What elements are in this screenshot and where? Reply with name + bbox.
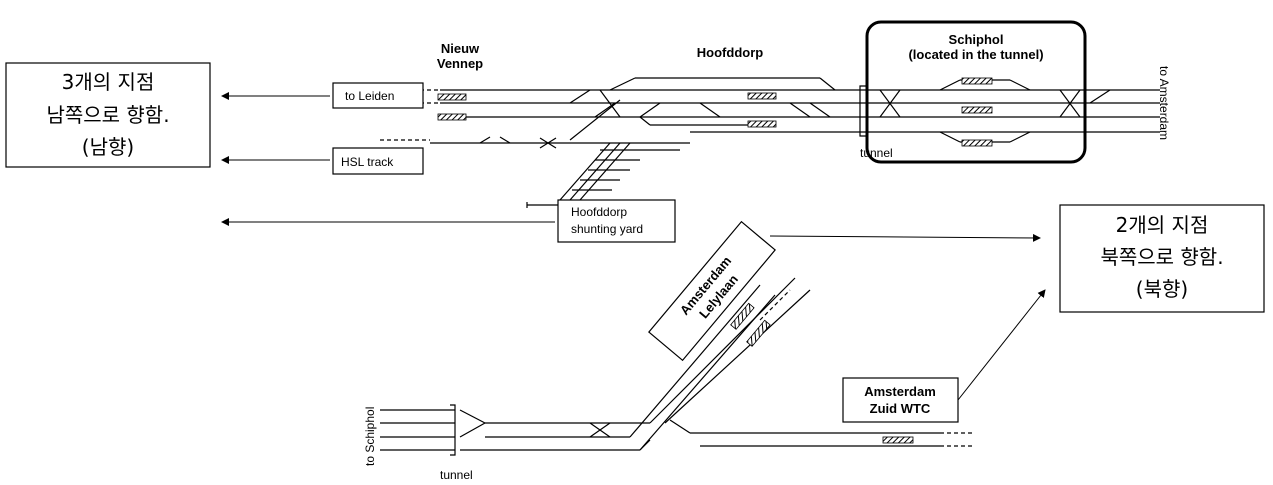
tunnel-bottom-label: tunnel bbox=[440, 468, 473, 482]
shunting-yard-box bbox=[557, 199, 676, 243]
south-annotation-box bbox=[5, 62, 211, 168]
zuid-wtc-label-2: Zuid WTC bbox=[870, 401, 931, 416]
platforms-top bbox=[437, 77, 993, 147]
lower-tracks bbox=[380, 277, 975, 456]
tunnel-top-label: tunnel bbox=[860, 146, 893, 160]
to-leiden-label: to Leiden bbox=[345, 89, 394, 103]
nieuw-vennep-label-2: Vennep bbox=[437, 56, 483, 71]
north-annotation-line-2: 북쪽으로 향함. bbox=[1100, 245, 1223, 269]
to-amsterdam-label: to Amsterdam bbox=[1157, 66, 1171, 140]
hoofddorp-label: Hoofddorp bbox=[697, 45, 763, 60]
shunting-yard-label-2: shunting yard bbox=[571, 222, 643, 236]
to-leiden-box bbox=[332, 82, 424, 109]
schiphol-label-1: Schiphol bbox=[949, 32, 1004, 47]
hsl-track-label: HSL track bbox=[341, 155, 394, 169]
north-annotation-line-3: (북향) bbox=[1136, 277, 1188, 301]
arrows bbox=[221, 92, 1046, 401]
north-annotation-line-1: 2개의 지점 bbox=[1116, 213, 1209, 237]
south-annotation-line-1: 3개의 지점 bbox=[62, 70, 155, 94]
schiphol-highlight-box bbox=[865, 20, 1087, 164]
south-annotation-line-3: (남향) bbox=[82, 135, 134, 159]
schiphol-label-2: (located in the tunnel) bbox=[908, 47, 1043, 62]
zuid-wtc-box bbox=[842, 377, 959, 423]
nieuw-vennep-label-1: Nieuw bbox=[441, 41, 480, 56]
north-annotation-box bbox=[1059, 204, 1265, 313]
zuid-wtc-label-1: Amsterdam bbox=[864, 384, 936, 399]
upper-tracks bbox=[380, 77, 1160, 208]
south-annotation-line-2: 남쪽으로 향함. bbox=[46, 103, 169, 127]
to-schiphol-label: to Schiphol bbox=[363, 407, 377, 466]
platforms-bottom bbox=[730, 302, 914, 444]
shunting-yard-label-1: Hoofddorp bbox=[571, 205, 627, 219]
hsl-track-box bbox=[332, 147, 424, 175]
